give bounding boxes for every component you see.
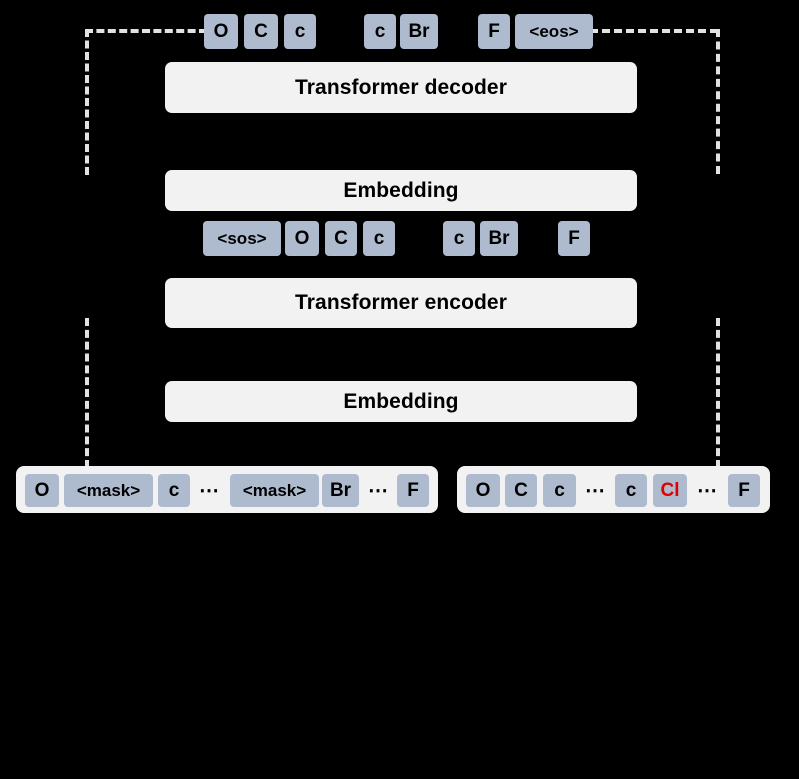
reference-input-token[interactable]: C bbox=[505, 474, 537, 507]
decoder-embedding-label: Embedding bbox=[343, 178, 459, 202]
decoder-output-token[interactable]: Br bbox=[400, 14, 438, 49]
masked-input-token[interactable]: <mask> bbox=[230, 474, 319, 507]
decoder-input-token[interactable]: c bbox=[363, 221, 395, 256]
dashed-line-left-lower bbox=[85, 318, 89, 468]
reference-input-ellipsis: ⋯ bbox=[585, 480, 607, 502]
dashed-line-top-left-horizontal bbox=[85, 29, 207, 33]
decoder-output-token[interactable]: F bbox=[478, 14, 510, 49]
dashed-line-right-lower bbox=[716, 318, 720, 468]
reference-input-token[interactable]: O bbox=[466, 474, 500, 507]
reference-input-token[interactable]: c bbox=[543, 474, 576, 507]
decoder-input-token[interactable]: Br bbox=[480, 221, 518, 256]
masked-input-token[interactable]: Br bbox=[322, 474, 359, 507]
dashed-line-left-upper bbox=[85, 29, 89, 175]
decoder-embedding-block: Embedding bbox=[165, 170, 637, 211]
reference-input-token[interactable]: Cl bbox=[653, 474, 687, 507]
decoder-input-token[interactable]: O bbox=[285, 221, 319, 256]
transformer-encoder-label: Transformer encoder bbox=[295, 291, 507, 314]
masked-input-ellipsis: ⋯ bbox=[199, 480, 221, 502]
reference-input-token[interactable]: F bbox=[728, 474, 760, 507]
decoder-output-token[interactable]: c bbox=[364, 14, 396, 49]
transformer-decoder-label: Transformer decoder bbox=[295, 75, 507, 99]
decoder-output-token[interactable]: <eos> bbox=[515, 14, 593, 49]
reference-input-token[interactable]: c bbox=[615, 474, 647, 507]
masked-input-token[interactable]: c bbox=[158, 474, 190, 507]
encoder-embedding-block: Embedding bbox=[165, 381, 637, 422]
decoder-output-token[interactable]: C bbox=[244, 14, 278, 49]
masked-input-token[interactable]: O bbox=[25, 474, 59, 507]
transformer-encoder-block: Transformer encoder bbox=[165, 278, 637, 328]
decoder-output-token[interactable]: c bbox=[284, 14, 316, 49]
masked-input-token[interactable]: F bbox=[397, 474, 429, 507]
reference-input-ellipsis: ⋯ bbox=[697, 480, 719, 502]
decoder-input-token[interactable]: c bbox=[443, 221, 475, 256]
decoder-input-token[interactable]: F bbox=[558, 221, 590, 256]
dashed-line-top-right-horizontal bbox=[590, 29, 718, 33]
decoder-input-token[interactable]: C bbox=[325, 221, 357, 256]
masked-input-ellipsis: ⋯ bbox=[368, 480, 390, 502]
encoder-embedding-label: Embedding bbox=[343, 389, 459, 413]
masked-input-token[interactable]: <mask> bbox=[64, 474, 153, 507]
dashed-line-right-upper bbox=[716, 29, 720, 174]
transformer-decoder-block: Transformer decoder bbox=[165, 62, 637, 113]
decoder-output-token[interactable]: O bbox=[204, 14, 238, 49]
decoder-input-token[interactable]: <sos> bbox=[203, 221, 281, 256]
